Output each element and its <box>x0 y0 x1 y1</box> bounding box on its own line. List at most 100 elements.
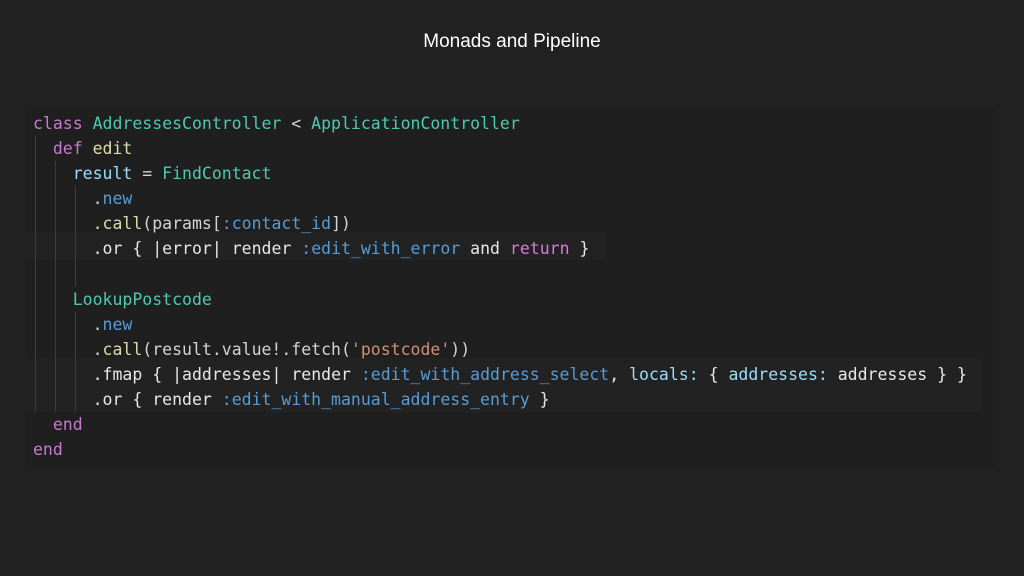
code-token: < <box>281 114 312 133</box>
code-token: call <box>102 214 143 234</box>
code-token: render <box>231 239 302 259</box>
code-token: LookupPostcode <box>33 289 212 309</box>
code-line: def edit <box>33 136 967 162</box>
indent-guide <box>75 336 76 362</box>
code-token: addresses <box>182 364 272 384</box>
indent-guide <box>75 361 76 388</box>
code-line: .call(params[:contact_id]) <box>33 211 967 237</box>
code-token: . <box>33 214 103 234</box>
indent-guide <box>35 311 36 337</box>
indent-guide <box>75 311 76 337</box>
code-token: or <box>102 239 123 259</box>
indent-guide <box>35 236 36 262</box>
indent-guide <box>35 261 36 287</box>
code-token: } <box>569 239 590 259</box>
code-token: end <box>33 415 83 435</box>
code-line: LookupPostcode <box>33 286 967 312</box>
code-token: { | <box>142 364 183 384</box>
code-token: new <box>102 189 133 209</box>
code-token: :contact_id <box>221 214 332 234</box>
code-token: . <box>33 364 103 384</box>
code-token: (result.value!.fetch( <box>142 339 351 359</box>
code-token: render <box>152 390 222 410</box>
indent-guide <box>55 186 56 212</box>
code-line: end <box>33 437 967 462</box>
indent-guide <box>55 236 56 262</box>
code-line: class AddressesController < ApplicationC… <box>33 111 967 136</box>
indent-guide <box>35 387 36 413</box>
indent-guide <box>35 336 36 362</box>
indent-guide <box>75 186 76 212</box>
code-line: .new <box>33 186 967 212</box>
code-token: AddressesController <box>92 114 282 133</box>
indent-guide <box>55 211 56 237</box>
indent-guide <box>35 136 36 162</box>
code-token: , <box>609 364 630 384</box>
code-line: end <box>33 412 967 437</box>
code-line: .new <box>33 311 967 337</box>
code-token: class <box>33 114 93 133</box>
code-token: . <box>33 189 103 209</box>
code-token: :edit_with_manual_address_entry <box>221 390 530 410</box>
code-block: class AddressesController < ApplicationC… <box>33 111 967 462</box>
code-token: { <box>708 364 729 384</box>
indent-guide <box>35 186 36 212</box>
indent-guide <box>55 161 56 187</box>
indent-guide <box>35 211 36 237</box>
indent-guide <box>55 387 56 413</box>
code-token: edit <box>92 139 133 159</box>
code-token: | <box>211 239 232 259</box>
code-token: new <box>102 314 133 334</box>
code-line: .fmap { |addresses| render :edit_with_ad… <box>33 361 967 388</box>
code-line: .or { |error| render :edit_with_error an… <box>33 236 967 262</box>
code-token: addresses: <box>728 364 838 384</box>
code-token: and <box>470 239 510 259</box>
code-token: } } <box>927 364 967 384</box>
indent-guide <box>35 286 36 312</box>
indent-guide <box>55 361 56 388</box>
code-token: ApplicationController <box>311 114 520 133</box>
code-line: .or { render :edit_with_manual_address_e… <box>33 387 967 413</box>
code-line: .call(result.value!.fetch('postcode')) <box>33 336 967 362</box>
code-highlight <box>26 358 982 412</box>
code-token: fmap <box>102 364 143 384</box>
code-token: } <box>529 390 550 410</box>
code-token: addresses <box>837 364 928 384</box>
code-token: def <box>33 139 93 159</box>
code-token: 'postcode' <box>350 339 451 359</box>
code-token: :edit_with_error <box>301 239 471 259</box>
code-token: . <box>33 390 103 410</box>
code-token: FindContact <box>162 164 272 184</box>
code-token: . <box>33 339 103 359</box>
indent-guide <box>75 261 76 287</box>
indent-guide <box>55 261 56 287</box>
code-token: (params[ <box>142 214 222 234</box>
code-token: render <box>291 364 361 384</box>
code-token: { | <box>122 239 163 259</box>
code-token: error <box>162 239 212 259</box>
code-token: return <box>509 239 570 259</box>
indent-guide <box>75 387 76 413</box>
indent-guide <box>35 361 36 388</box>
code-token: . <box>33 314 103 334</box>
code-token: | <box>271 364 292 384</box>
code-token: call <box>102 339 143 359</box>
code-token: locals: <box>629 364 709 384</box>
indent-guide <box>35 161 36 187</box>
code-token: end <box>33 440 63 460</box>
code-token: . <box>33 239 103 259</box>
code-token: :edit_with_address_select <box>360 364 610 384</box>
slide-title: Monads and Pipeline <box>423 31 601 52</box>
indent-guide <box>55 336 56 362</box>
indent-guide <box>75 211 76 237</box>
code-token: result <box>33 164 133 184</box>
code-token: or <box>102 390 123 410</box>
code-line <box>33 261 967 287</box>
code-line: result = FindContact <box>33 161 967 187</box>
code-token: { <box>122 390 153 410</box>
code-token: = <box>132 164 163 184</box>
code-token: )) <box>450 339 471 359</box>
code-token: ]) <box>331 214 351 234</box>
code-highlight <box>26 232 606 260</box>
indent-guide <box>55 311 56 337</box>
